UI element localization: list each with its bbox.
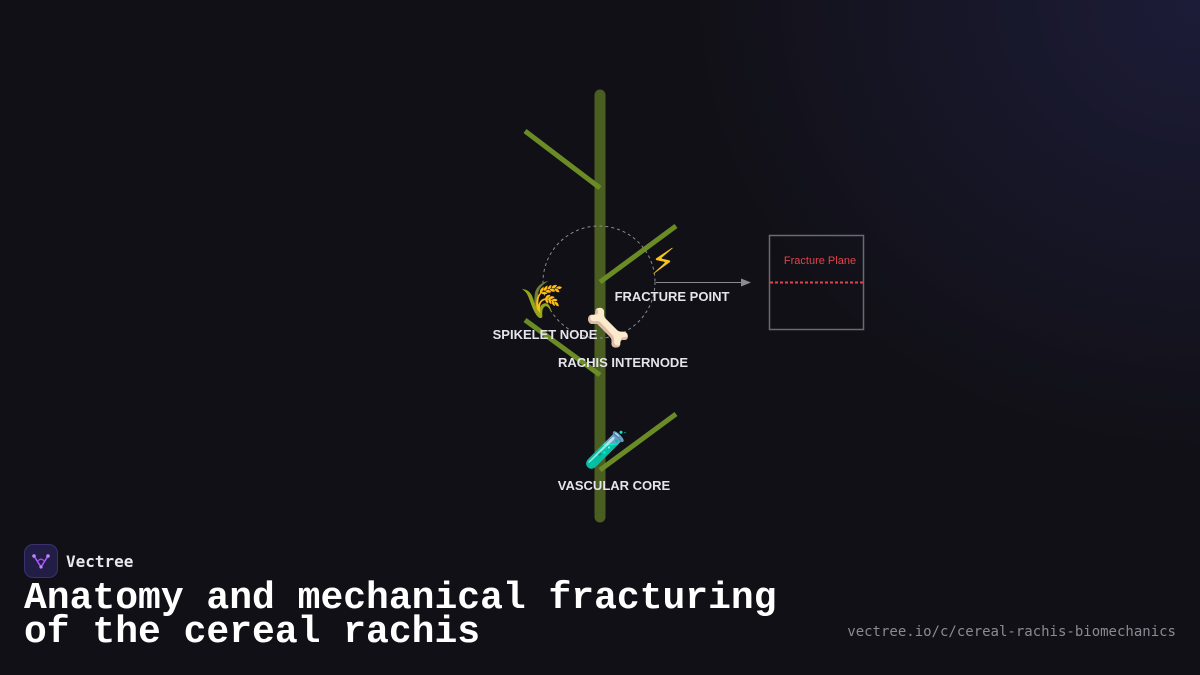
source-url[interactable]: vectree.io/c/cereal-rachis-biomechanics <box>847 624 1176 640</box>
lightning-icon: ⚡ <box>650 242 675 283</box>
fracture-plane-inset <box>768 234 865 331</box>
label-vascular-core: VASCULAR CORE <box>558 478 671 493</box>
fracture-zone-circle <box>542 225 656 339</box>
brand[interactable]: Vectree <box>24 544 133 578</box>
label-rachis-internode: RACHIS INTERNODE <box>558 355 688 370</box>
label-fracture-point: FRACTURE POINT <box>615 289 730 304</box>
brand-name: Vectree <box>66 551 134 571</box>
page-title: Anatomy and mechanical fracturing of the… <box>24 577 777 654</box>
spikelet-icon: 🌾 <box>520 280 565 321</box>
branch-upper-left <box>523 129 602 190</box>
fracture-plane-label: Fracture Plane <box>784 255 856 267</box>
test-tube-icon: 🧪 <box>584 430 629 471</box>
branch-lower-right <box>598 411 678 473</box>
bone-icon: 🦴 <box>586 306 631 349</box>
vectree-logo-icon <box>24 544 58 578</box>
branch-lower-left <box>523 317 602 378</box>
branch-upper-right <box>598 223 678 285</box>
label-spikelet-node: SPIKELET NODE <box>493 327 598 342</box>
